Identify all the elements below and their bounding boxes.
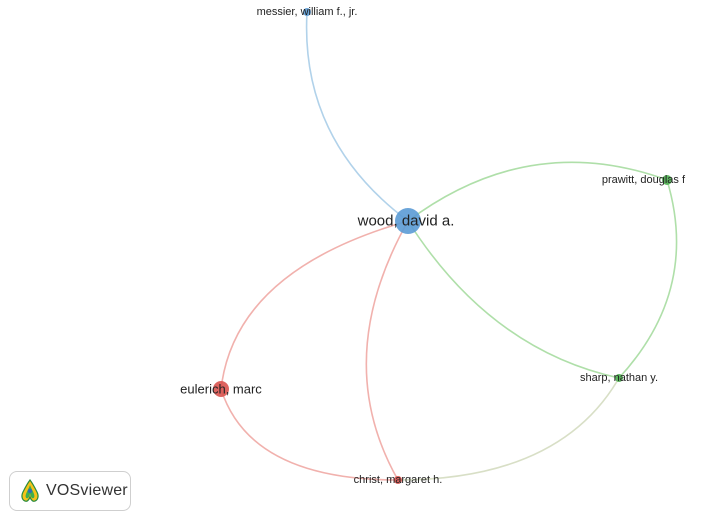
link-eulerich-christ[interactable] (220, 388, 399, 481)
link-wood-messier[interactable] (305, 11, 409, 222)
link-christ-sharp[interactable] (397, 377, 620, 481)
link-wood-eulerich[interactable] (220, 220, 409, 390)
link-wood-christ[interactable] (365, 220, 409, 481)
node-label-messier[interactable]: messier, william f., jr. (257, 6, 358, 18)
links-layer (220, 11, 678, 481)
node-wood[interactable] (395, 208, 421, 234)
node-label-eulerich[interactable]: eulerich, marc (180, 382, 262, 397)
link-wood-sharp[interactable] (407, 220, 620, 379)
node-label-christ[interactable]: christ, margaret h. (354, 474, 443, 486)
node-christ[interactable] (394, 476, 402, 484)
node-messier[interactable] (303, 8, 311, 16)
node-label-wood[interactable]: wood, david a. (357, 213, 455, 230)
node-eulerich[interactable] (213, 381, 229, 397)
vosviewer-logo-icon (21, 478, 39, 502)
link-prawitt-sharp[interactable] (618, 179, 678, 379)
node-sharp[interactable] (615, 374, 623, 382)
link-wood-prawitt[interactable] (407, 161, 668, 222)
vosviewer-logo[interactable]: VOSviewer (9, 471, 131, 511)
node-prawitt[interactable] (662, 175, 672, 185)
node-label-sharp[interactable]: sharp, nathan y. (580, 372, 658, 384)
vosviewer-logo-text: VOSviewer (46, 482, 128, 499)
node-label-prawitt[interactable]: prawitt, douglas f (602, 174, 686, 186)
labels-layer: wood, david a. messier, william f., jr. pr… (180, 6, 686, 486)
nodes-layer (213, 8, 672, 484)
